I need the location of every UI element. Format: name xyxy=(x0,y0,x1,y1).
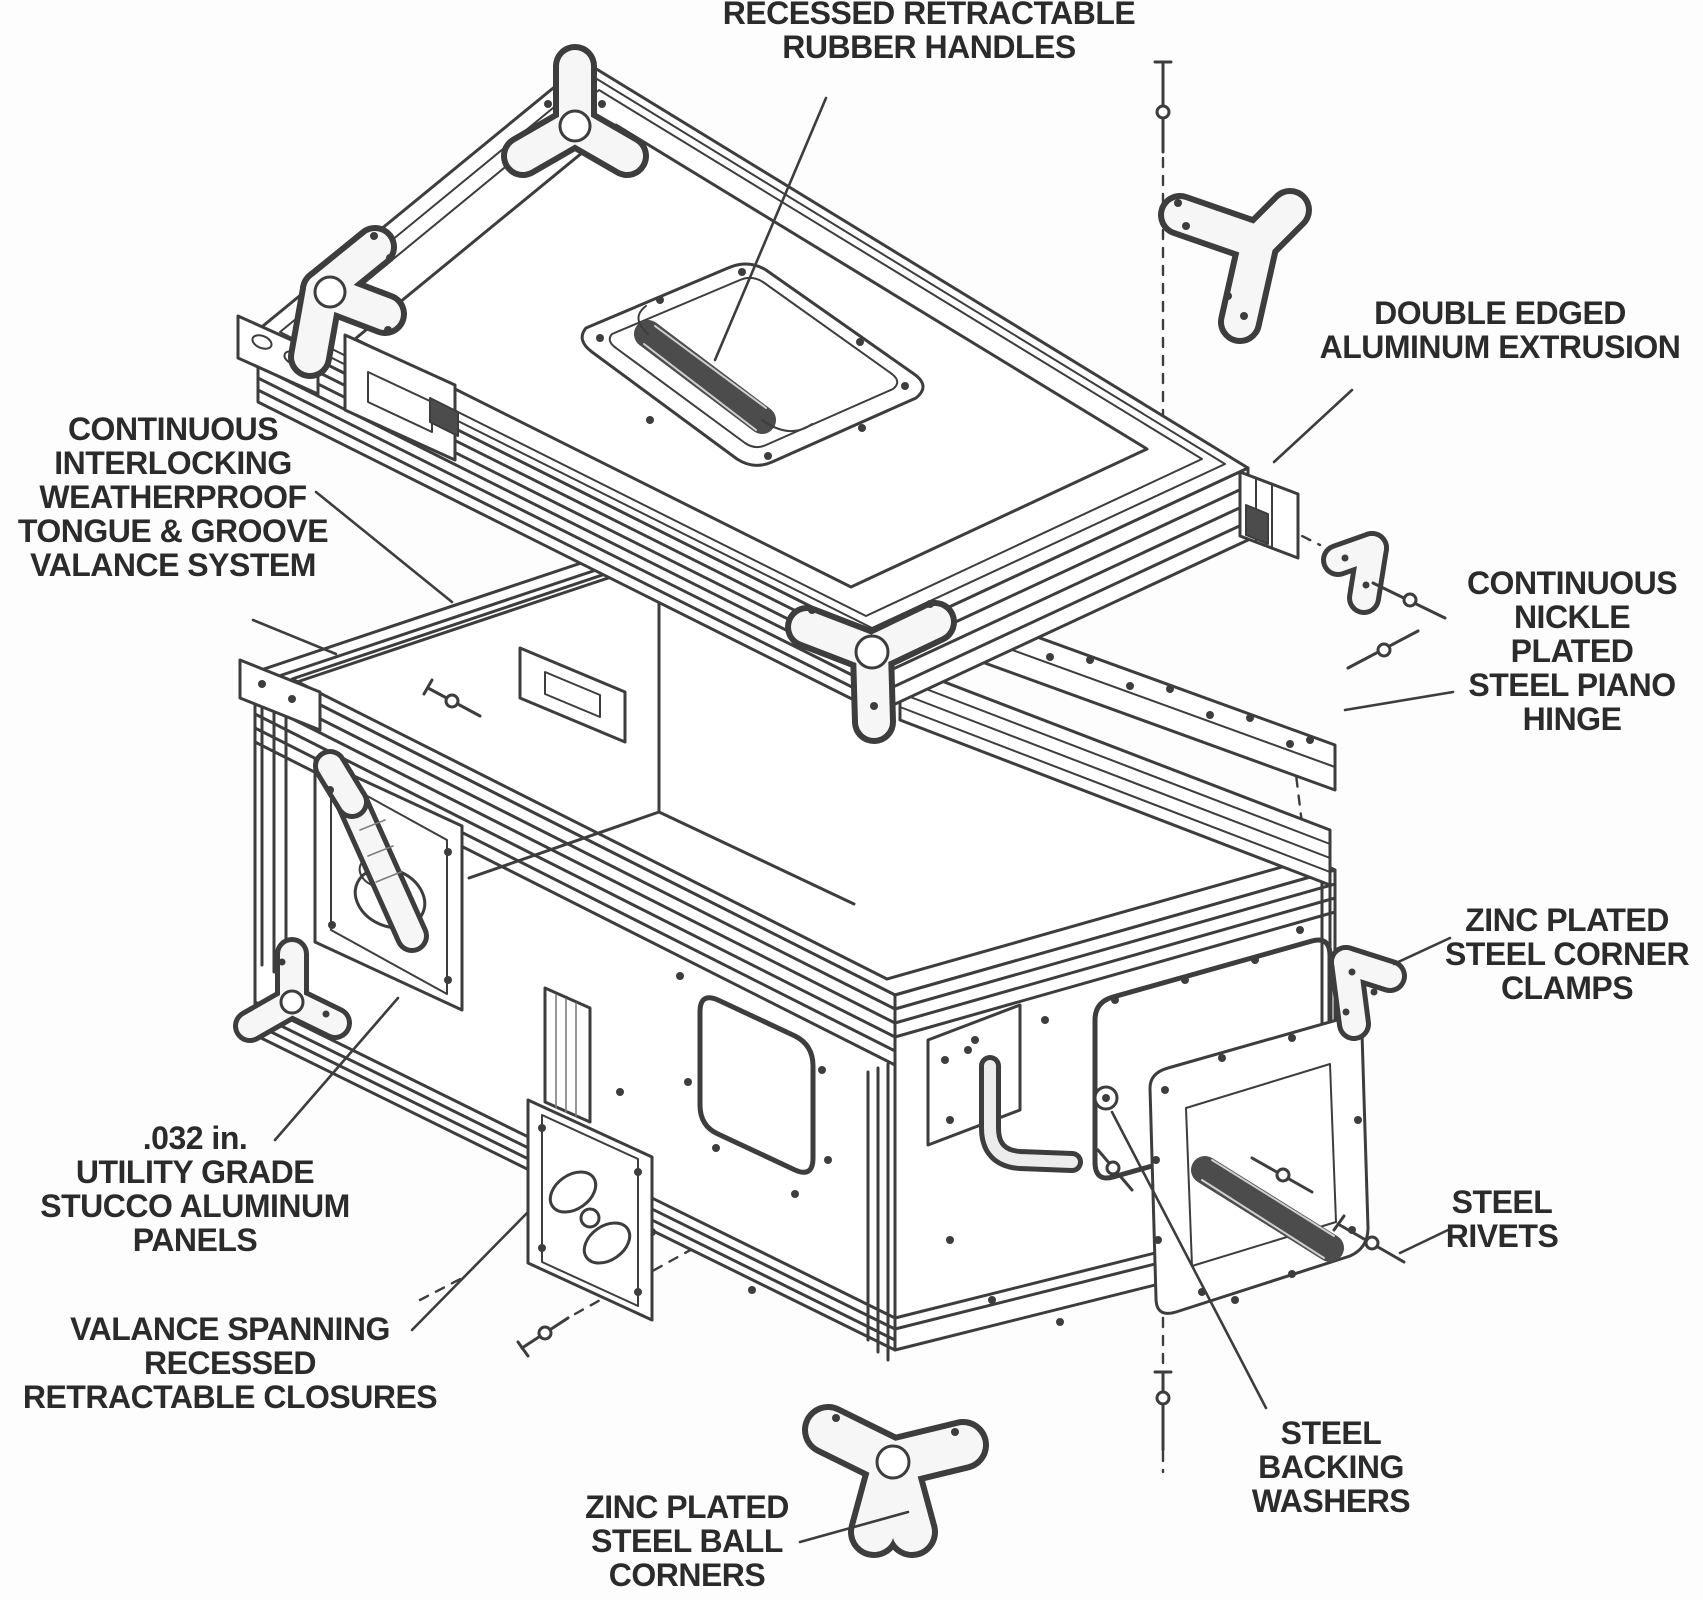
ball-corner-lid-near xyxy=(785,600,957,744)
axis-screw-bottom xyxy=(1153,1370,1173,1452)
leader-hinge xyxy=(1343,690,1455,712)
closure-screw xyxy=(516,1316,570,1358)
left-recessed-latch xyxy=(313,749,464,1012)
leader-ball-corners xyxy=(798,1510,910,1544)
lid-side-latch-plate xyxy=(343,333,459,462)
leader-panels xyxy=(273,996,400,1142)
leader-clamps xyxy=(1392,936,1452,966)
corner-clamp-middle xyxy=(1321,531,1389,615)
label-piano-hinge: CONTINUOUS NICKLE PLATED STEEL PIANO HIN… xyxy=(1466,565,1678,737)
label-aluminum-panels: .032 in. UTILITY GRADE STUCCO ALUMINUM P… xyxy=(40,1120,350,1258)
body-valance-ridges xyxy=(253,550,1337,1067)
case-body-drawing xyxy=(238,538,1370,1362)
molded-hook-handle xyxy=(979,1055,1083,1173)
leader-lines xyxy=(251,96,1455,1544)
front-panel-rivet-dots xyxy=(616,972,832,1294)
lid-corner-extrusion-end xyxy=(1238,470,1300,560)
label-retractable-closures: VALANCE SPANNING RECESSED RETRACTABLE CL… xyxy=(22,1311,438,1415)
rivet-screws xyxy=(1250,1156,1406,1264)
steel-backing-washer xyxy=(1093,1085,1119,1111)
label-valance-system: CONTINUOUS INTERLOCKING WEATHERPROOF TON… xyxy=(17,411,329,583)
leader-washers xyxy=(1110,1110,1268,1410)
leader-handles xyxy=(713,96,828,362)
leader-valance-b xyxy=(251,618,338,656)
strike-plate-screw xyxy=(422,678,482,718)
right-panel-rivet-dots xyxy=(946,926,1304,1326)
ball-corner-body-left xyxy=(233,937,352,1043)
washer-screw xyxy=(1096,1148,1134,1192)
label-double-edged-extrusion: DOUBLE EDGED ALUMINUM EXTRUSION xyxy=(1319,295,1681,365)
corner-clamp-lower xyxy=(1329,945,1407,1041)
corner-clamp-top xyxy=(1158,188,1312,344)
case-lid-drawing xyxy=(236,60,1300,714)
leader-closures xyxy=(410,1210,530,1332)
lid-recessed-handle xyxy=(580,262,925,467)
label-steel-rivets: STEEL RIVETS xyxy=(1445,1184,1559,1254)
leader-valance-a xyxy=(314,490,454,604)
label-recessed-rubber-handles: RECESSED RETRACTABLE RUBBER HANDLES xyxy=(722,0,1136,65)
leader-extrusion xyxy=(1272,388,1354,464)
body-corner-cap xyxy=(238,658,322,732)
clamp-screws xyxy=(1346,581,1447,670)
front-panel-cutout xyxy=(697,995,816,1175)
valance-strike-plate xyxy=(518,646,627,744)
label-backing-washers: STEEL BACKING WASHERS xyxy=(1251,1415,1411,1519)
label-corner-clamps: ZINC PLATED STEEL CORNER CLAMPS xyxy=(1444,902,1690,1006)
label-ball-corners: ZINC PLATED STEEL BALL CORNERS xyxy=(585,1489,789,1593)
leader-rivets xyxy=(1398,1228,1450,1255)
front-retractable-closure xyxy=(526,986,654,1322)
axis-screw-top xyxy=(1153,60,1173,154)
ball-corner-lid-far xyxy=(501,44,649,178)
ball-corner-lid-left xyxy=(288,225,407,379)
